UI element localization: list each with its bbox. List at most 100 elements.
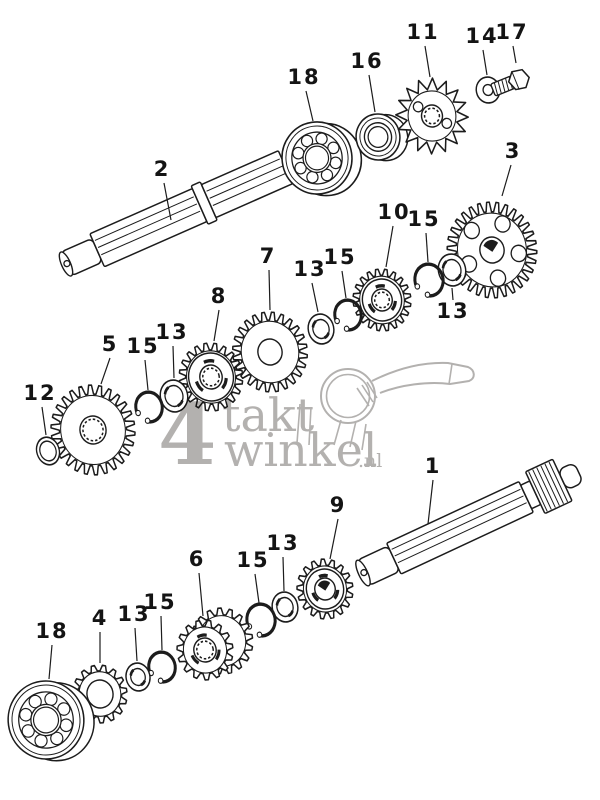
callout-number: 11 <box>406 20 439 44</box>
callout-14: 14 <box>465 24 498 76</box>
callout-8: 8 <box>211 284 228 342</box>
callout-13: 13 <box>117 602 150 662</box>
callout-13: 13 <box>266 531 299 592</box>
leader-line <box>311 282 319 313</box>
leader-line <box>451 287 454 301</box>
callout-1: 1 <box>425 454 442 525</box>
moped-handlebar-icon <box>371 361 475 394</box>
callout-number: 15 <box>126 334 159 358</box>
callout-number: 15 <box>407 207 440 231</box>
leader-line <box>254 573 260 604</box>
part-dog-gear-8 <box>178 342 244 412</box>
part-circlip-15 <box>134 390 164 424</box>
callout-number: 18 <box>287 65 320 89</box>
callout-13: 13 <box>436 287 469 323</box>
leader-line <box>425 232 429 263</box>
callout-5: 5 <box>100 332 119 385</box>
callout-18: 18 <box>287 65 320 122</box>
leader-line <box>427 479 434 525</box>
callout-10: 10 <box>377 200 410 268</box>
part-large-gear-3 <box>446 201 538 299</box>
callout-number: 2 <box>154 157 171 181</box>
part-ball-bearing-18 <box>7 680 95 762</box>
watermark-nl: .nl <box>358 450 382 472</box>
callout-18: 18 <box>35 619 68 680</box>
callout-13: 13 <box>293 257 325 313</box>
callout-11: 11 <box>406 20 439 78</box>
callout-3: 3 <box>501 139 522 197</box>
leader-line <box>368 74 376 113</box>
leader-line <box>213 309 220 342</box>
part-dog-gear-9 <box>296 558 354 620</box>
part-double-gear-6 <box>176 607 254 681</box>
callout-15: 15 <box>323 245 356 299</box>
callout-number: 13 <box>117 602 150 626</box>
callout-number: 7 <box>260 244 277 268</box>
part-circlip-15 <box>413 262 445 298</box>
callout-4: 4 <box>92 606 106 663</box>
callout-number: 6 <box>189 547 206 571</box>
parts-layer <box>7 68 582 762</box>
callout-number: 10 <box>377 200 410 224</box>
callout-number: 15 <box>143 590 176 614</box>
callout-15: 15 <box>407 207 440 263</box>
callout-12: 12 <box>23 381 55 436</box>
callout-number: 8 <box>211 284 228 308</box>
part-spline-washer-13 <box>125 662 151 692</box>
part-drive-sprocket-11 <box>395 77 469 155</box>
leader-line <box>282 556 285 592</box>
callout-6: 6 <box>189 547 206 617</box>
moped-wheel-icon <box>320 368 376 424</box>
watermark-winkel: winkel <box>224 423 378 477</box>
callout-15: 15 <box>126 334 159 391</box>
leader-line <box>41 406 47 436</box>
leader-line <box>100 357 111 385</box>
leader-line <box>501 164 512 197</box>
callout-17: 17 <box>495 20 527 64</box>
leader-line <box>424 45 431 78</box>
leader-line <box>160 615 163 651</box>
leader-line <box>144 359 149 391</box>
callout-7: 7 <box>260 244 277 311</box>
callout-number: 13 <box>436 299 469 323</box>
callout-number: 3 <box>505 139 522 163</box>
callout-number: 16 <box>350 49 383 73</box>
leader-line <box>268 269 271 311</box>
callout-number: 13 <box>266 531 299 555</box>
callout-number: 5 <box>102 332 119 356</box>
callout-13: 13 <box>155 320 188 379</box>
part-circlip-15 <box>245 602 277 638</box>
leader-line <box>341 270 347 299</box>
callout-number: 14 <box>465 24 498 48</box>
part-bearing-seal-16 <box>355 113 409 162</box>
part-dog-gear-10 <box>352 268 412 332</box>
watermark-4: 4 <box>158 385 216 484</box>
part-sprocket-bolt-17 <box>490 68 530 97</box>
part-spline-washer-13 <box>437 253 467 287</box>
watermark-takt: takt <box>222 388 315 442</box>
leader-line <box>329 518 339 560</box>
callout-number: 9 <box>330 493 347 517</box>
callout-15: 15 <box>236 548 269 604</box>
part-ring-12 <box>35 436 61 466</box>
part-plain-gear-7 <box>231 311 309 393</box>
part-spline-washer-13 <box>307 313 335 345</box>
callout-number: 18 <box>35 619 68 643</box>
callout-number: 15 <box>323 245 356 269</box>
part-spline-gear-5 <box>50 384 136 476</box>
leader-line <box>172 345 175 379</box>
leader-line <box>163 182 172 221</box>
leader-line <box>385 225 394 268</box>
callout-number: 1 <box>425 454 442 478</box>
callout-number: 13 <box>155 320 188 344</box>
callout-15: 15 <box>143 590 176 651</box>
leader-line <box>482 49 488 76</box>
part-mainshaft-1 <box>355 458 582 587</box>
callout-9: 9 <box>329 493 347 560</box>
callout-16: 16 <box>350 49 383 113</box>
leader-line <box>198 572 204 617</box>
leader-line <box>512 45 517 64</box>
callout-number: 15 <box>236 548 269 572</box>
